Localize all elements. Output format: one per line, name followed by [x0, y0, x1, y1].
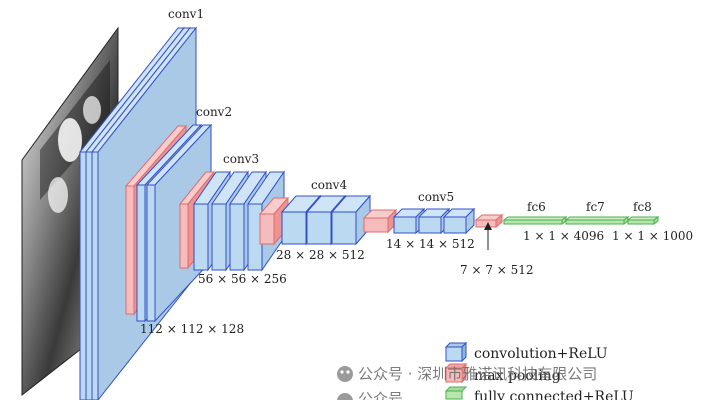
watermark-wechat-icon	[337, 366, 353, 382]
label-conv3: conv3	[223, 152, 259, 166]
label-conv4: conv4	[311, 178, 347, 192]
label-conv2: conv2	[196, 105, 232, 119]
dim-fc6: 1 × 1 × 4096	[523, 229, 604, 243]
label-conv1: conv1	[168, 7, 204, 21]
dim-conv5: 14 × 14 × 512	[386, 237, 475, 251]
label-fc6: fc6	[527, 200, 546, 214]
legend: convolution+ReLU max pooling fully conne…	[444, 341, 634, 400]
label-fc8: fc8	[633, 200, 652, 214]
watermark-text: 公众号 · 深圳市雅诺讯科技有限公司	[358, 365, 597, 383]
label-conv5: conv5	[418, 190, 454, 204]
watermark: 公众号 · 深圳市雅诺讯科技有限公司 公众号	[337, 365, 597, 400]
block-conv5-c	[442, 207, 476, 235]
layer-blocks	[78, 26, 660, 400]
dim-fc8: 1 × 1 × 1000	[612, 229, 693, 243]
dim-pool5: 7 × 7 × 512	[460, 263, 534, 277]
block-pool4	[362, 208, 398, 234]
legend-conv-swatch	[444, 341, 468, 363]
watermark-text-partial: 公众号	[358, 390, 403, 400]
block-fc8	[626, 216, 660, 225]
dim-conv2: 112 × 112 × 128	[140, 322, 244, 336]
legend-conv-label: convolution+ReLU	[474, 346, 608, 362]
block-fc6	[502, 216, 568, 225]
dim-conv3: 56 × 56 × 256	[198, 272, 287, 286]
dim-conv4: 28 × 28 × 512	[276, 248, 365, 262]
watermark-wechat-icon-2	[337, 393, 353, 400]
legend-fc-label: fully connected+ReLU	[474, 389, 634, 400]
legend-pool-label: max pooling	[474, 368, 561, 384]
legend-fc-swatch	[444, 386, 468, 400]
label-fc7: fc7	[586, 200, 605, 214]
legend-pool-swatch	[444, 362, 468, 384]
block-pool5	[474, 213, 504, 229]
block-fc7	[564, 216, 630, 225]
